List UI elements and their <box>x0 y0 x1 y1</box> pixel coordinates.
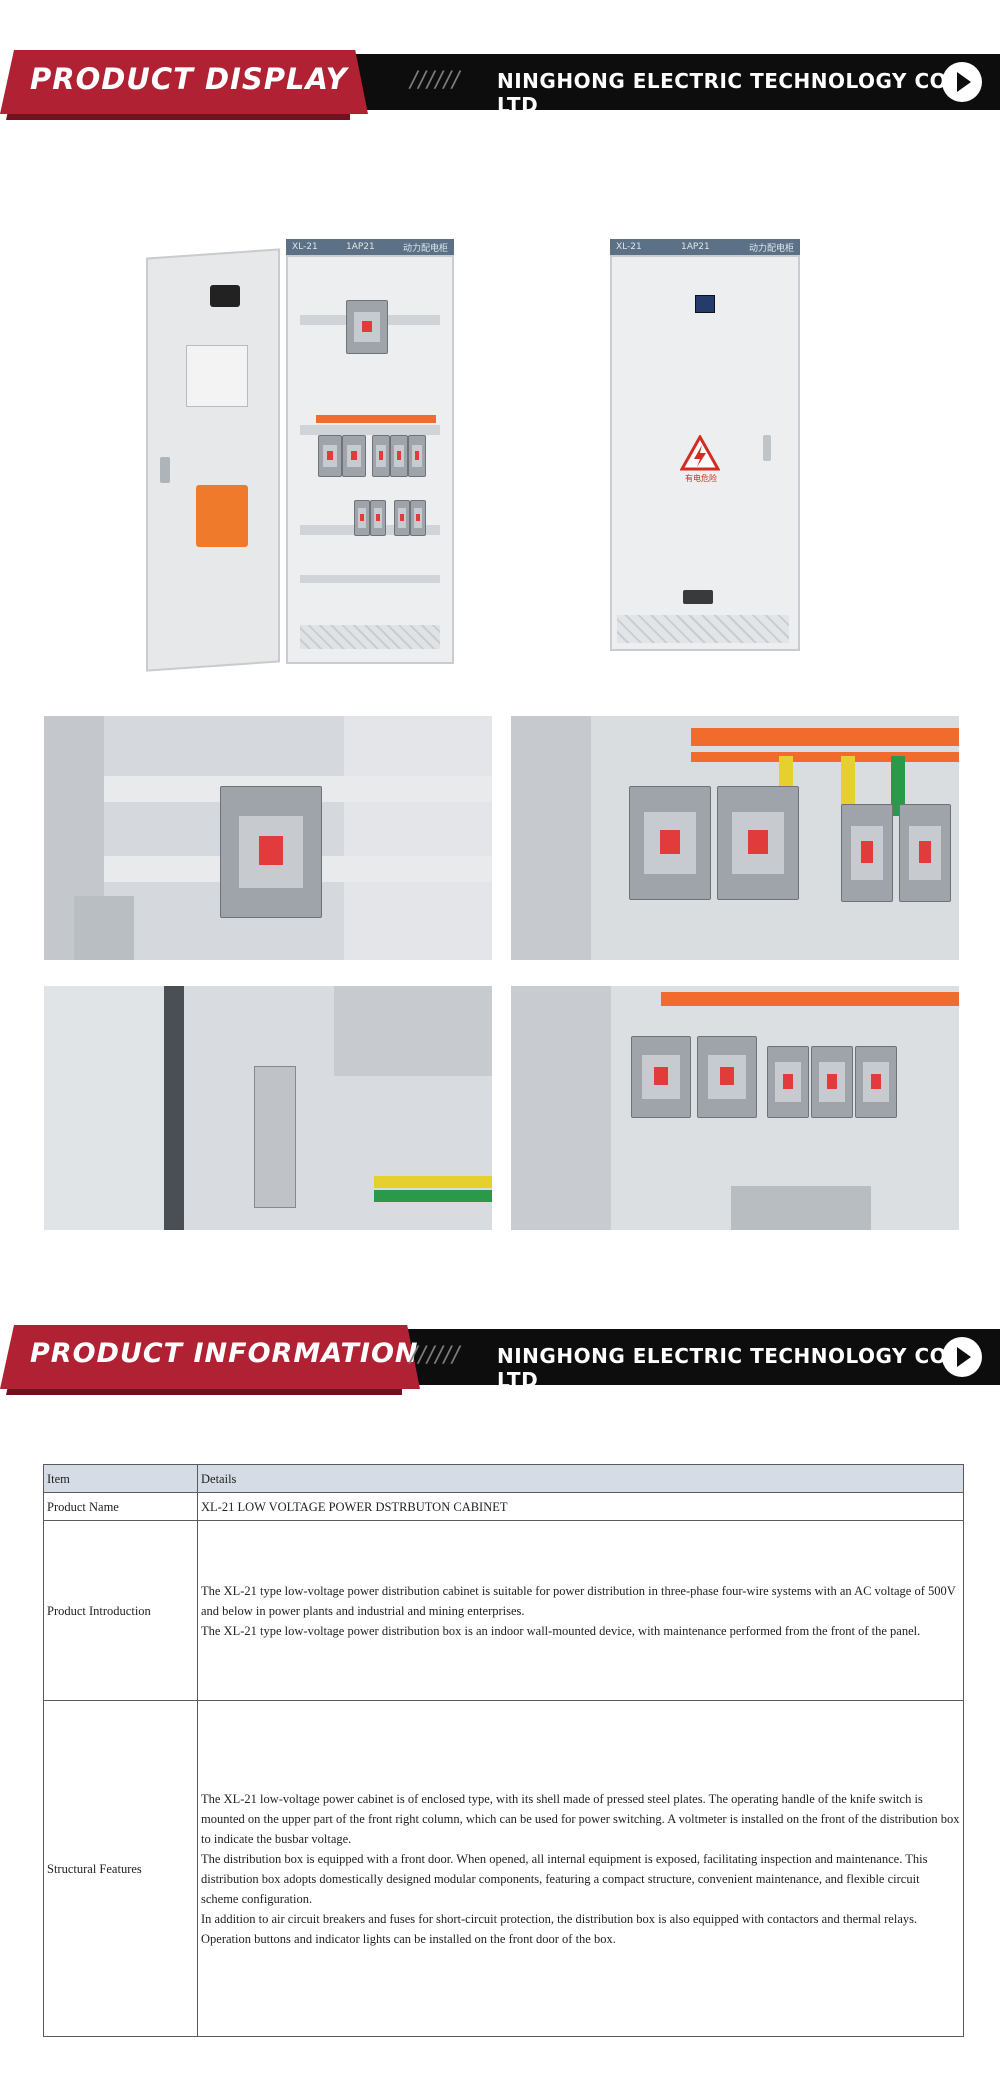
row-item-product-introduction: Product Introduction <box>43 1520 198 1701</box>
play-arrow-icon[interactable] <box>942 62 982 102</box>
details-paragraph: The XL-21 type low-voltage power distrib… <box>201 1623 921 1638</box>
play-arrow-icon[interactable] <box>942 1337 982 1377</box>
voltmeter-display <box>695 295 715 313</box>
small-breaker <box>394 500 410 536</box>
copper-busbar <box>316 415 436 423</box>
cabinet-vent <box>300 625 440 649</box>
branch-breaker <box>342 435 366 477</box>
cabinet-label-strip: XL-21 1AP21 动力配电柜 <box>610 239 800 255</box>
company-name: NINGHONG ELECTRIC TECHNOLOGY CO., LTD <box>497 1344 963 1392</box>
breaker <box>697 1036 757 1118</box>
breaker <box>855 1046 897 1118</box>
warning-triangle-icon <box>679 433 721 471</box>
breaker <box>899 804 951 902</box>
details-paragraph: XL-21 LOW VOLTAGE POWER DSTRBUTON CABINE… <box>201 1499 508 1514</box>
table-row: Product Introduction The XL-21 type low-… <box>43 1520 964 1701</box>
banner-red-block <box>0 1325 392 1389</box>
row-item-product-name: Product Name <box>43 1492 198 1521</box>
breaker <box>631 1036 691 1118</box>
product-display-banner: PRODUCT DISPLAY ////// NINGHONG ELECTRIC… <box>0 50 1000 122</box>
cabinet-code-label: 1AP21 <box>680 242 710 252</box>
branch-breaker <box>408 435 426 477</box>
orange-document-holder <box>196 485 248 547</box>
banner-slashes: ////// <box>410 1343 461 1368</box>
row-details-product-introduction: The XL-21 type low-voltage power distrib… <box>197 1520 964 1701</box>
cabinet-model-label: XL-21 <box>616 242 642 252</box>
main-breaker <box>346 300 388 354</box>
banner-red-block <box>0 50 340 114</box>
door-handle <box>160 457 170 483</box>
company-name: NINGHONG ELECTRIC TECHNOLOGY CO., LTD <box>497 69 963 117</box>
header-details: Details <box>197 1464 964 1493</box>
row-details-structural-features: The XL-21 low-voltage power cabinet is o… <box>197 1700 964 2037</box>
door-handle[interactable] <box>763 435 771 461</box>
header-item: Item <box>43 1464 198 1493</box>
product-info-table: Item Details Product Name XL-21 LOW VOLT… <box>43 1464 964 2037</box>
cabinet-name-label: 动力配电柜 <box>748 243 794 254</box>
detail-photo-main-breaker <box>44 716 492 960</box>
branch-breaker <box>318 435 342 477</box>
main-breaker <box>220 786 322 918</box>
row-details-product-name: XL-21 LOW VOLTAGE POWER DSTRBUTON CABINE… <box>197 1492 964 1521</box>
small-breaker <box>410 500 426 536</box>
detail-photo-breaker-row <box>511 986 959 1230</box>
small-breaker <box>370 500 386 536</box>
breaker <box>811 1046 853 1118</box>
warning-label: 有电危险 <box>685 474 717 483</box>
detail-photo-terminal-block <box>44 986 492 1230</box>
closed-cabinet-image: XL-21 1AP21 动力配电柜 有电危险 <box>605 235 805 655</box>
details-paragraph: In addition to air circuit breakers and … <box>201 1911 918 1946</box>
row-item-structural-features: Structural Features <box>43 1700 198 2037</box>
details-paragraph: The XL-21 type low-voltage power distrib… <box>201 1583 956 1618</box>
small-breaker <box>354 500 370 536</box>
breaker <box>767 1046 809 1118</box>
nameplate <box>683 590 713 604</box>
breaker <box>629 786 711 900</box>
product-information-banner: PRODUCT INFORMATION ////// NINGHONG ELEC… <box>0 1325 1000 1397</box>
cabinet-code-label: 1AP21 <box>345 242 375 252</box>
details-paragraph: The distribution box is equipped with a … <box>201 1851 928 1906</box>
table-row: Product Name XL-21 LOW VOLTAGE POWER DST… <box>43 1492 964 1521</box>
section-title: PRODUCT DISPLAY <box>30 62 348 96</box>
banner-black-bar <box>380 1329 1000 1385</box>
banner-black-bar <box>330 54 1000 110</box>
detail-photo-busbar-breakers <box>511 716 959 960</box>
door-diagram-sticker <box>186 345 248 407</box>
cabinet-model-label: XL-21 <box>292 242 318 252</box>
cabinet-label-strip: XL-21 1AP21 动力配电柜 <box>286 239 454 255</box>
open-cabinet-image: XL-21 1AP21 动力配电柜 <box>140 235 470 675</box>
rail <box>300 575 440 583</box>
table-row: Structural Features The XL-21 low-voltag… <box>43 1700 964 2037</box>
branch-breaker <box>372 435 390 477</box>
breaker <box>717 786 799 900</box>
cabinet-vent <box>617 615 789 643</box>
rail <box>300 425 440 435</box>
cabinet-name-label: 动力配电柜 <box>402 243 448 254</box>
table-header-row: Item Details <box>43 1464 964 1493</box>
door-hinge-block <box>210 285 240 307</box>
breaker <box>841 804 893 902</box>
details-paragraph: The XL-21 low-voltage power cabinet is o… <box>201 1791 960 1846</box>
section-title: PRODUCT INFORMATION <box>30 1338 419 1369</box>
banner-slashes: ////// <box>410 68 461 93</box>
branch-breaker <box>390 435 408 477</box>
